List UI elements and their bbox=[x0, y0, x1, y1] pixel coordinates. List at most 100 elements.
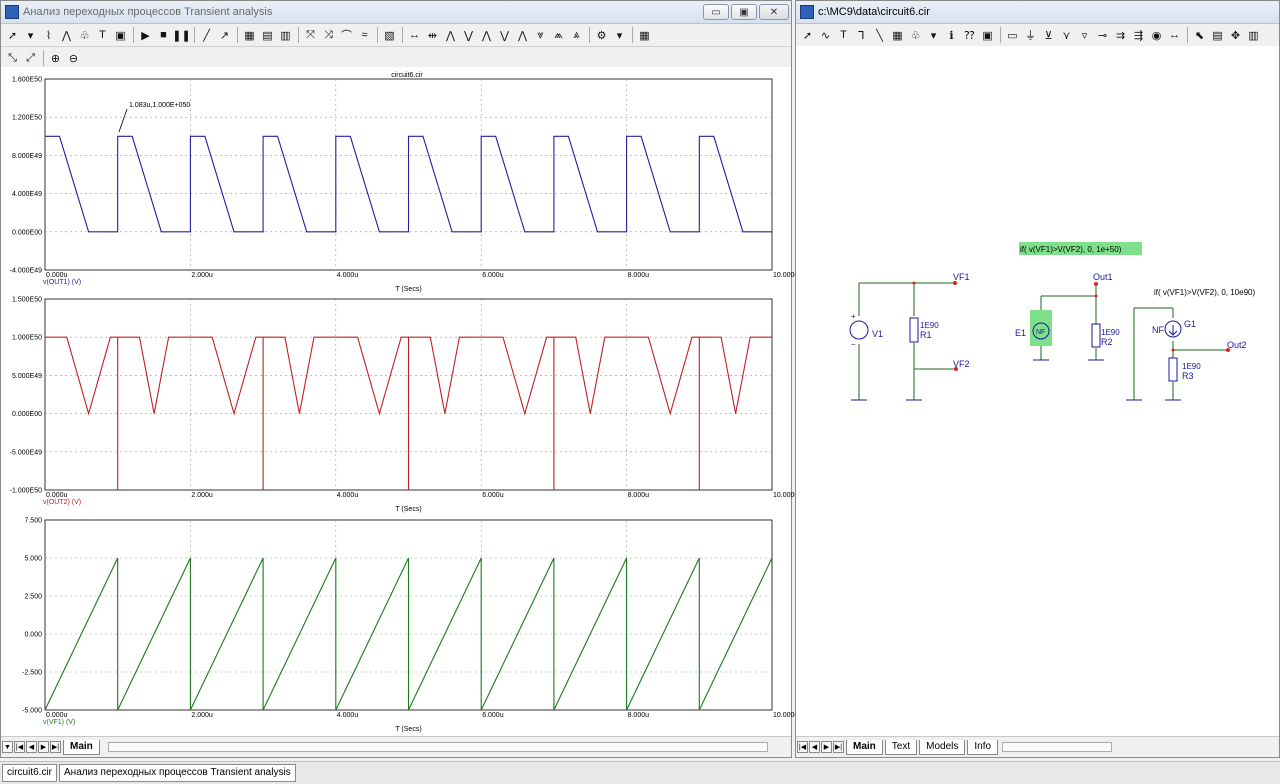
flag-icon[interactable]: ♧ bbox=[910, 29, 921, 42]
horizontal-scrollbar[interactable] bbox=[107, 742, 768, 752]
tab-text[interactable]: Text bbox=[884, 739, 918, 755]
nav-last-icon[interactable]: ▶| bbox=[50, 741, 61, 753]
wave-low-icon[interactable]: ⋁ bbox=[499, 29, 510, 42]
scale-icon[interactable]: ⋀ bbox=[61, 29, 72, 42]
diagonal-wire-icon[interactable]: ╲ bbox=[876, 29, 883, 42]
wire-icon[interactable]: ∿ bbox=[820, 29, 831, 42]
stop-icon[interactable]: ■ bbox=[160, 29, 167, 41]
tab-info[interactable]: Info bbox=[967, 739, 999, 755]
nav-first-button[interactable]: ▼ bbox=[2, 741, 13, 753]
settings-icon[interactable]: ⚙ bbox=[596, 29, 607, 42]
node-vf2[interactable] bbox=[954, 367, 958, 371]
info-icon[interactable]: ℹ bbox=[949, 29, 954, 42]
expression-g1[interactable]: if( v(VF1)>V(VF2), 0, 10e90) bbox=[1154, 288, 1255, 297]
text-icon[interactable]: T bbox=[99, 29, 106, 41]
wave-bottom-icon[interactable]: ⩓ bbox=[573, 28, 580, 41]
text-icon[interactable]: T bbox=[840, 29, 847, 41]
valley-icon[interactable]: ≈ bbox=[361, 29, 368, 41]
grid-fine-icon[interactable]: ▤ bbox=[262, 29, 273, 42]
pin-icon[interactable]: ⊸ bbox=[1097, 29, 1108, 42]
fit-icon[interactable]: ⤡ bbox=[8, 51, 17, 64]
fit-y-icon[interactable]: ⤢ bbox=[26, 51, 35, 64]
cursor-right-icon[interactable]: ⤨ bbox=[324, 28, 333, 41]
fft-icon[interactable]: ▧ bbox=[384, 29, 395, 42]
resistor-r2[interactable] bbox=[1091, 323, 1101, 348]
layout-icon[interactable]: ▥ bbox=[1248, 29, 1259, 42]
help-icon[interactable]: ⁇ bbox=[964, 29, 975, 42]
pointer-icon[interactable]: ➚ bbox=[802, 29, 813, 42]
wave-top-icon[interactable]: ⩕ bbox=[554, 28, 563, 41]
grid-icon[interactable]: ▦ bbox=[244, 29, 255, 42]
current-display-icon[interactable]: ⋎ bbox=[1062, 29, 1071, 42]
text-mode-icon[interactable]: ▭ bbox=[1007, 29, 1018, 42]
tab-main[interactable]: Main bbox=[63, 739, 100, 755]
node-out1[interactable] bbox=[1094, 282, 1098, 286]
cursor-mode-icon[interactable]: ↔ bbox=[409, 29, 420, 41]
schematic-svg[interactable]: if( v(VF1)>V(VF2), 0, 1e+50) if( v(VF1)>… bbox=[796, 46, 1279, 736]
expand-icon[interactable]: ↔ bbox=[1169, 29, 1180, 41]
minimize-button[interactable]: ▭ bbox=[703, 4, 729, 20]
chevron-down-icon[interactable]: ▾ bbox=[616, 29, 623, 42]
wire-corner-icon[interactable]: ⅂ bbox=[858, 29, 865, 42]
line-tool-icon[interactable]: ╱ bbox=[203, 29, 210, 42]
chevron-down-icon[interactable]: ▾ bbox=[27, 29, 34, 42]
arrow-tool-icon[interactable]: ↗ bbox=[219, 29, 230, 42]
wave-valley-icon[interactable]: ⋁ bbox=[463, 29, 474, 42]
label-icon[interactable]: ♧ bbox=[79, 29, 90, 42]
power-display-icon[interactable]: ▿ bbox=[1081, 29, 1088, 42]
grid-none-icon[interactable]: ▥ bbox=[280, 29, 291, 42]
taskbar-item-analysis[interactable]: Анализ переходных процессов Transient an… bbox=[59, 764, 296, 782]
zoom-in-icon[interactable]: ⊕ bbox=[50, 52, 61, 65]
taskbar-item-circuit[interactable]: circuit6.cir bbox=[2, 764, 58, 782]
source-e1[interactable] bbox=[1032, 322, 1050, 340]
left-titlebar[interactable]: Анализ переходных процессов Transient an… bbox=[1, 1, 791, 24]
tab-main[interactable]: Main bbox=[846, 739, 883, 755]
expression-e1[interactable]: if( v(VF1)>V(VF2), 0, 1e+50) bbox=[1020, 245, 1122, 254]
page-icon[interactable]: ▤ bbox=[1212, 29, 1223, 42]
nav-last-icon[interactable]: ▶| bbox=[833, 741, 844, 753]
wave-inflect-icon[interactable]: ⋀ bbox=[517, 29, 528, 42]
zoom-out-icon[interactable]: ⊖ bbox=[68, 52, 79, 65]
wave-high-icon[interactable]: ⋀ bbox=[481, 29, 492, 42]
right-titlebar[interactable]: c:\MC9\data\circuit6.cir bbox=[796, 1, 1279, 24]
pointer-icon[interactable]: ➚ bbox=[7, 29, 18, 42]
node-snap-icon[interactable]: ⇶ bbox=[1133, 29, 1144, 42]
resistor-r1[interactable] bbox=[909, 317, 919, 343]
peak-icon[interactable]: ⌒ bbox=[341, 30, 352, 42]
horizontal-scrollbar[interactable] bbox=[1002, 742, 1113, 752]
voltage-source-v1[interactable] bbox=[849, 320, 869, 340]
resistor-r3[interactable] bbox=[1168, 357, 1178, 382]
properties-icon[interactable]: ▣ bbox=[115, 29, 126, 42]
schematic-canvas[interactable]: if( v(VF1)>V(VF2), 0, 1e+50) if( v(VF1)>… bbox=[796, 46, 1279, 736]
close-button[interactable]: ✕ bbox=[759, 4, 789, 20]
nav-prev-icon[interactable]: ◀ bbox=[809, 741, 820, 753]
grid-snap-icon[interactable]: ⇉ bbox=[1115, 29, 1126, 42]
nav-prev-icon[interactable]: ◀ bbox=[26, 741, 37, 753]
play-icon[interactable]: ▶ bbox=[141, 29, 150, 42]
nav-next-icon[interactable]: ▶ bbox=[821, 741, 832, 753]
node-numbers-icon[interactable]: ⏚ bbox=[1025, 30, 1036, 42]
component-color-icon[interactable]: ▣ bbox=[982, 29, 993, 42]
node-vf1[interactable] bbox=[953, 281, 957, 285]
on-off-icon[interactable]: ◉ bbox=[1151, 29, 1162, 42]
node-out2[interactable] bbox=[1226, 348, 1230, 352]
cursor-move-icon[interactable]: ⇹ bbox=[427, 29, 438, 42]
move-icon[interactable]: ✥ bbox=[1230, 29, 1241, 42]
pause-icon[interactable]: ❚❚ bbox=[172, 29, 191, 42]
wave-peak-icon[interactable]: ⋀ bbox=[445, 29, 456, 42]
transient-plots[interactable]: circuit6.cir 1.083u,1.000E+050 1.600E501… bbox=[1, 67, 799, 737]
chart-options-icon[interactable]: ⌇ bbox=[45, 29, 52, 42]
tab-models[interactable]: Models bbox=[919, 739, 966, 755]
cursor-left-icon[interactable]: ⤧ bbox=[306, 28, 315, 41]
nav-next-icon[interactable]: ▶ bbox=[38, 741, 49, 753]
select-icon[interactable]: ⬉ bbox=[1194, 29, 1205, 42]
nav-first-icon[interactable]: |◀ bbox=[797, 741, 808, 753]
component-icon[interactable]: ▦ bbox=[892, 29, 903, 42]
source-g1[interactable] bbox=[1164, 320, 1182, 338]
wave-global-icon[interactable]: ⩔ bbox=[537, 28, 544, 41]
maximize-button[interactable]: ▣ bbox=[731, 4, 757, 20]
table-icon[interactable]: ▦ bbox=[639, 29, 650, 42]
voltage-display-icon[interactable]: ⊻ bbox=[1044, 29, 1053, 42]
nav-first-icon[interactable]: |◀ bbox=[14, 741, 25, 753]
